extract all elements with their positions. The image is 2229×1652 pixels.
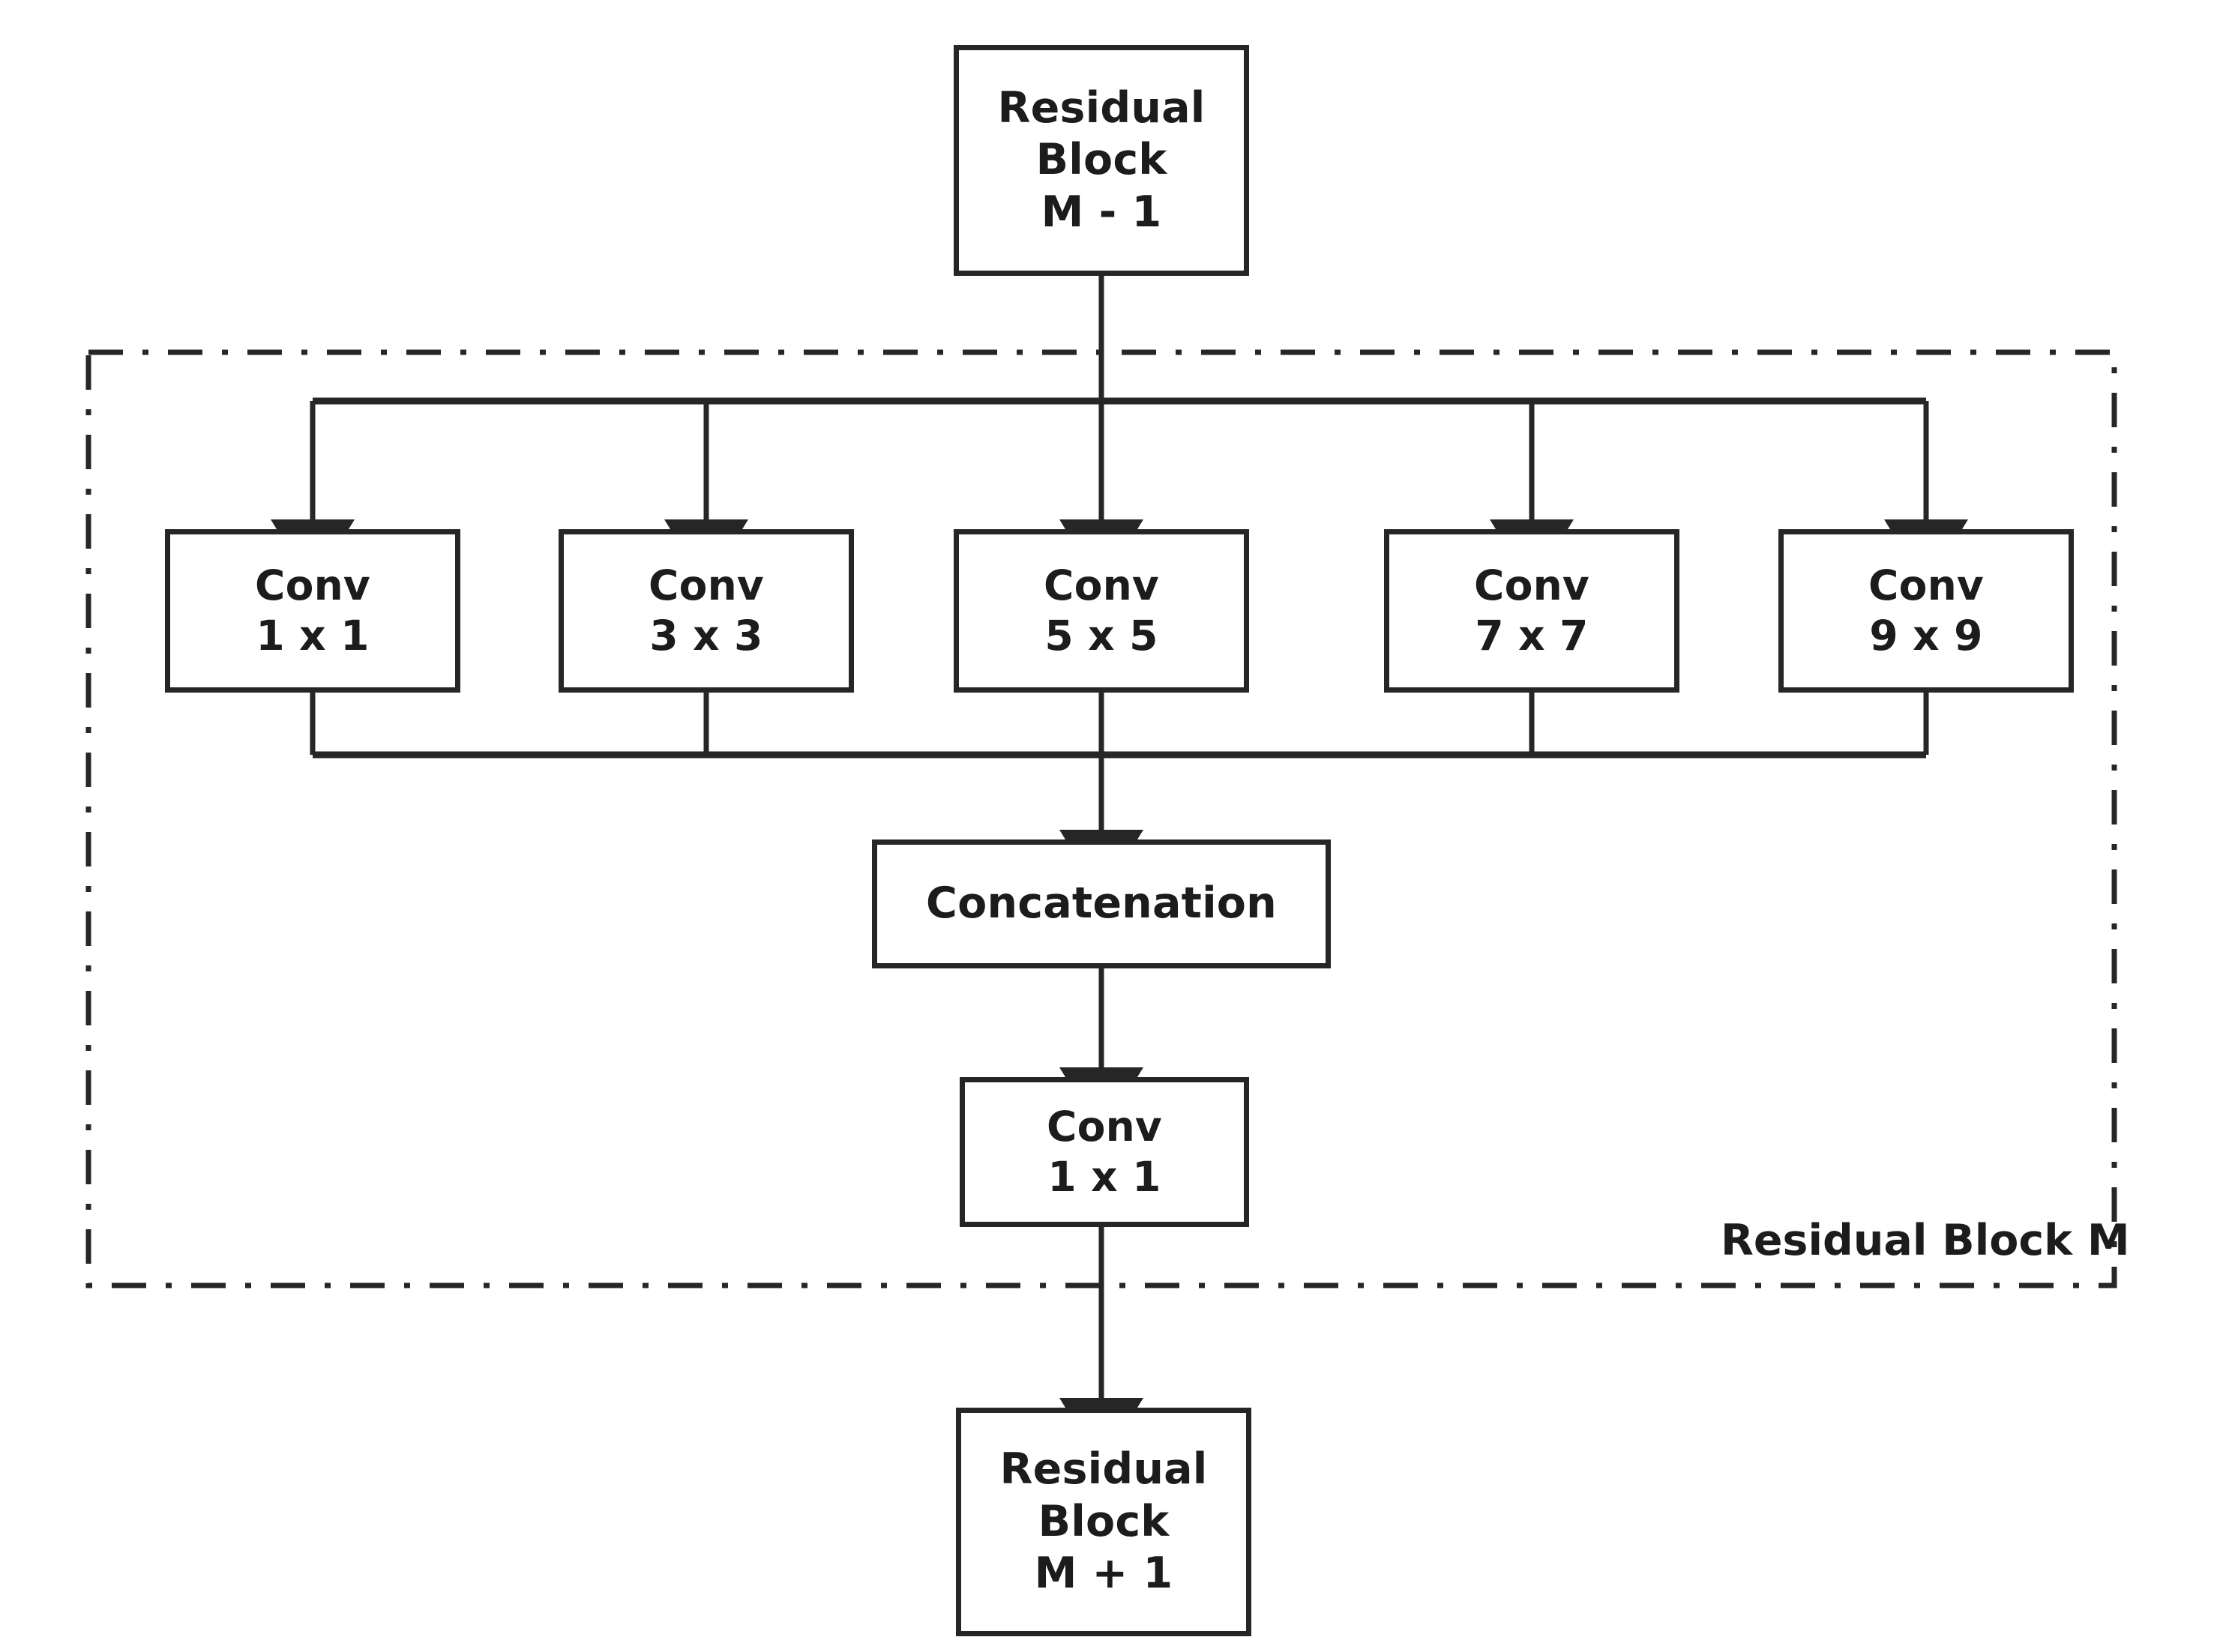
node-line-2: 9 x 9 (1869, 612, 1983, 660)
conv-9x9[interactable]: Conv 9 x 9 (1778, 529, 2074, 693)
concatenation[interactable]: Concatenation (872, 839, 1331, 968)
node-line-1: Conv (255, 561, 370, 609)
residual-block-m-minus-1[interactable]: Residual Block M - 1 (954, 45, 1249, 276)
conv-7x7[interactable]: Conv 7 x 7 (1384, 529, 1679, 693)
node-line-2: Block (1038, 1496, 1170, 1546)
node-line-2: 1 x 1 (256, 612, 370, 660)
node-line-1: Concatenation (926, 878, 1277, 929)
conv-1x1-output[interactable]: Conv 1 x 1 (960, 1077, 1249, 1227)
node-line-1: Residual (997, 82, 1206, 133)
node-line-3: M + 1 (1034, 1549, 1173, 1599)
node-line-1: Conv (1047, 1102, 1162, 1151)
node-line-1: Conv (1474, 561, 1589, 609)
node-line-1: Conv (649, 561, 764, 609)
node-line-1: Conv (1044, 561, 1159, 609)
residual-block-m-group-label: Residual Block M (1721, 1216, 2130, 1265)
node-line-2: 7 x 7 (1475, 612, 1589, 660)
group-label-text: Residual Block M (1721, 1216, 2130, 1265)
node-line-2: 5 x 5 (1044, 612, 1158, 660)
conv-3x3[interactable]: Conv 3 x 3 (559, 529, 854, 693)
conv-1x1[interactable]: Conv 1 x 1 (165, 529, 460, 693)
node-line-2: 3 x 3 (649, 612, 763, 660)
node-line-2: Block (1035, 135, 1167, 185)
node-line-2: 1 x 1 (1047, 1153, 1161, 1201)
residual-block-m-plus-1[interactable]: Residual Block M + 1 (956, 1408, 1251, 1636)
node-line-1: Conv (1868, 561, 1984, 609)
conv-5x5[interactable]: Conv 5 x 5 (954, 529, 1249, 693)
node-line-3: M - 1 (1041, 187, 1162, 237)
node-line-1: Residual (999, 1444, 1208, 1495)
